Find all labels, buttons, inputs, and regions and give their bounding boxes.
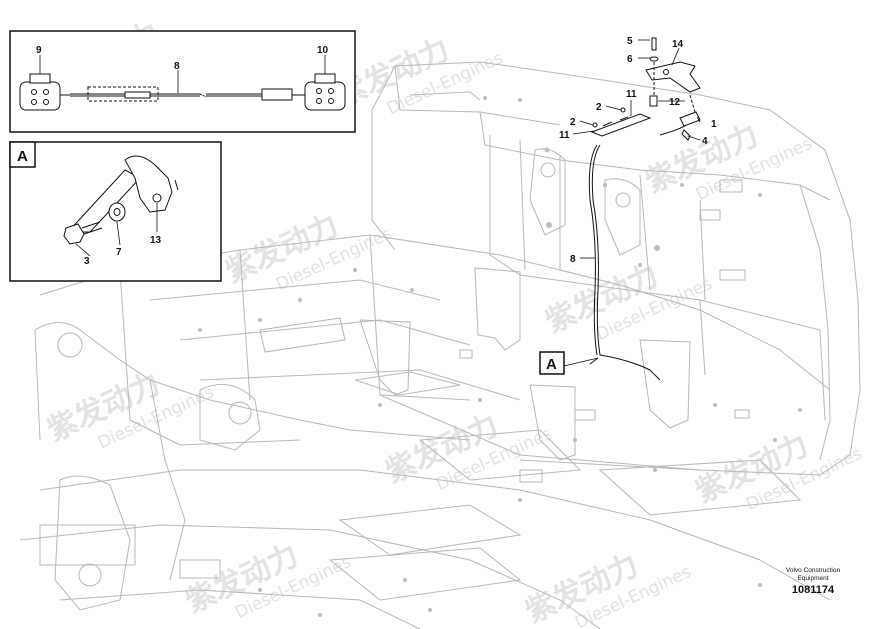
callout-9: 9 <box>36 45 42 56</box>
upper-frame-outline <box>19 61 861 629</box>
connector-10-drawing <box>304 73 346 111</box>
callout-6: 6 <box>627 54 633 65</box>
detail-letter: A <box>17 148 28 165</box>
harness-leader-lines <box>39 55 326 93</box>
callout-3: 3 <box>84 256 90 267</box>
harness-detail-box: 9 8 10 <box>9 30 356 133</box>
callout-10: 10 <box>317 45 329 56</box>
callout-8-frame: 8 <box>570 254 576 265</box>
callout-4: 4 <box>702 136 708 147</box>
callout-1: 1 <box>711 119 717 130</box>
bolt-drawing <box>63 221 103 245</box>
callout-5: 5 <box>627 36 633 47</box>
callout-14: 14 <box>672 39 684 50</box>
callout-2-lower: 2 <box>570 117 576 128</box>
main-callouts: 5 6 14 12 1 4 2 2 11 11 8 <box>559 36 717 265</box>
frame-bolt-dots <box>198 96 802 617</box>
publisher-line-2: Equipment <box>797 575 829 582</box>
washer-drawing <box>108 202 126 222</box>
section-marker-letter: A <box>546 356 557 373</box>
cable-tie-clip-drawing <box>66 155 179 233</box>
callout-13: 13 <box>150 235 162 246</box>
callout-11-upper: 11 <box>626 89 637 100</box>
callout-8-detail: 8 <box>174 61 180 72</box>
detail-letter-frame <box>9 141 36 168</box>
main-leader-lines <box>563 39 701 367</box>
cable-8-drawing <box>70 86 305 102</box>
publisher-line-1: Volvo Construction <box>785 567 841 574</box>
reference-number: 1081174 <box>791 584 835 596</box>
connector-9-drawing <box>19 73 70 111</box>
harness-routing <box>588 37 701 381</box>
callout-7: 7 <box>116 247 122 258</box>
callout-2-upper: 2 <box>596 102 602 113</box>
view-a-leader-lines <box>75 203 158 257</box>
publisher-block: Volvo Construction Equipment 1081174 <box>768 567 858 596</box>
section-marker-a: A <box>539 351 565 375</box>
callout-12: 12 <box>669 97 681 108</box>
callout-11-lower: 11 <box>559 130 570 141</box>
view-a-detail-box: A 3 7 13 <box>9 141 222 282</box>
